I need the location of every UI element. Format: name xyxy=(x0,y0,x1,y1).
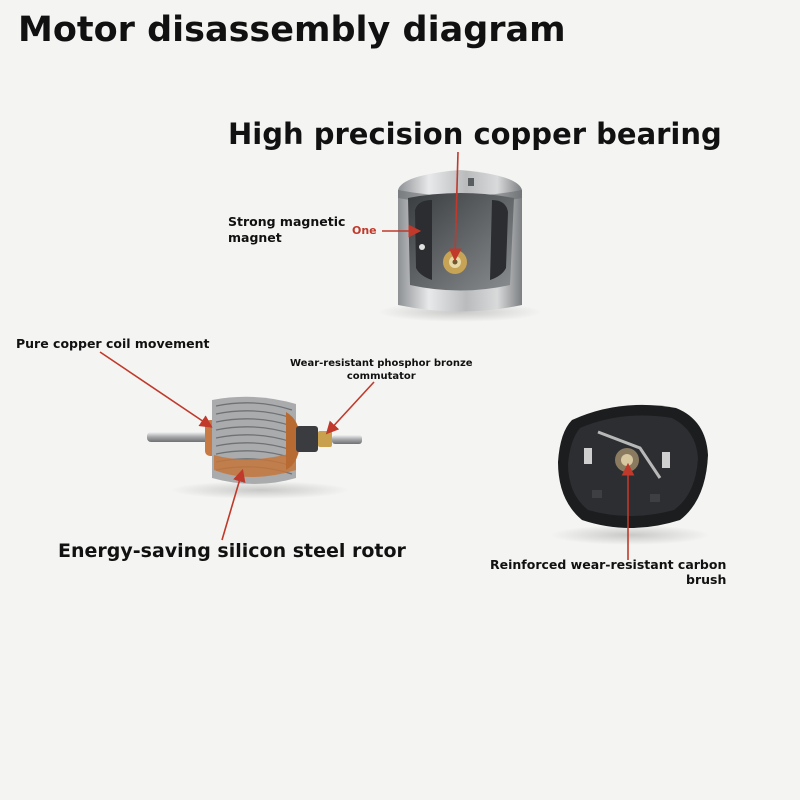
label-one: One xyxy=(352,224,377,237)
motor-housing-icon xyxy=(378,170,542,322)
label-magnet-line-2: magnet xyxy=(228,230,282,245)
label-brush: Reinforced wear-resistant carbon brush xyxy=(490,557,726,587)
page-title: Motor disassembly diagram xyxy=(18,10,566,50)
label-coil: Pure copper coil movement xyxy=(16,336,210,351)
pointer-lines xyxy=(99,151,635,560)
pointer-commutator xyxy=(325,381,375,435)
label-commutator-line-2: commutator xyxy=(346,371,416,382)
end-cap-icon xyxy=(550,404,710,545)
label-brush-line-2: brush xyxy=(686,572,727,587)
label-commutator-line-1: Wear-resistant phosphor bronze xyxy=(290,358,473,369)
label-magnet-line-1: Strong magnetic xyxy=(228,214,346,229)
pointer-bearing xyxy=(448,151,462,262)
pointer-rotor xyxy=(221,468,246,541)
label-bearing: High precision copper bearing xyxy=(228,117,722,151)
rotor-icon xyxy=(147,396,362,499)
label-rotor: Energy-saving silicon steel rotor xyxy=(58,540,406,562)
label-brush-line-1: Reinforced wear-resistant carbon xyxy=(490,557,727,572)
label-commutator: Wear-resistant phosphor bronze commutato… xyxy=(290,357,473,383)
label-magnet: Strong magnetic magnet xyxy=(228,214,345,246)
pointer-coil xyxy=(99,351,213,428)
